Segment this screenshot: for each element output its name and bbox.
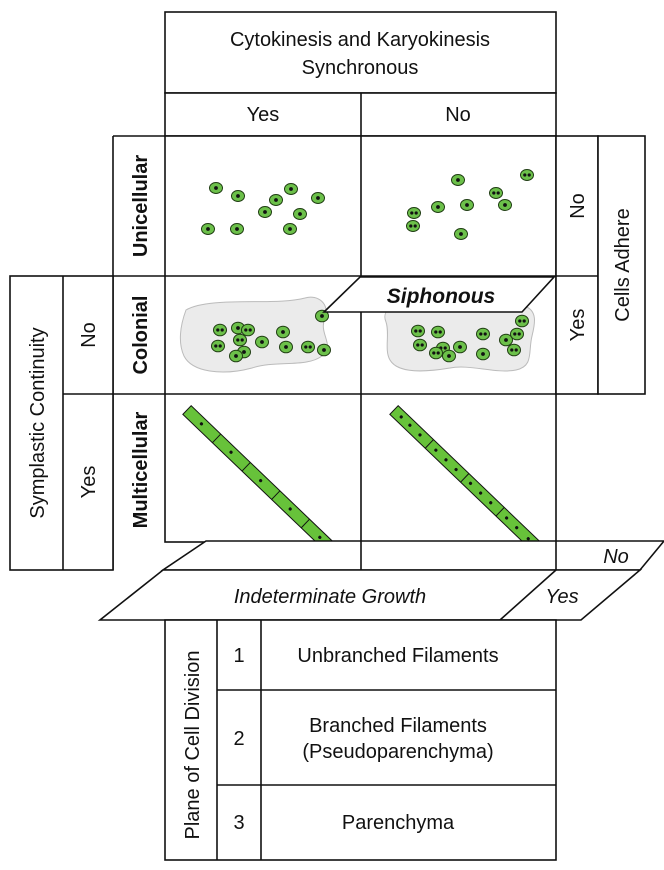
cell: [451, 174, 465, 186]
cell: [498, 199, 512, 211]
cell: [489, 187, 503, 199]
column-no-label: No: [445, 104, 471, 126]
division-row-3-label: Parenchyma: [342, 812, 455, 834]
cell: [476, 327, 490, 341]
siphonous-label: Siphonous: [387, 285, 496, 308]
growth-no-label: No: [603, 546, 629, 568]
row-label-multicellular: Multicellular: [130, 411, 152, 528]
filament-no-septa: [424, 439, 505, 517]
cell: [413, 338, 427, 352]
cells-adhere-no: No: [567, 193, 589, 219]
growth-no-strip: No: [160, 540, 664, 571]
cell: [258, 206, 272, 218]
cell: [407, 207, 421, 219]
cell: [213, 323, 227, 337]
cell: [520, 169, 534, 181]
cell: [276, 325, 290, 339]
cell: [460, 199, 474, 211]
row-label-unicellular: Unicellular: [130, 155, 152, 257]
cell: [429, 346, 443, 360]
header-title-line1: Cytokinesis and Karyokinesis: [230, 29, 490, 51]
cell: [301, 340, 315, 354]
column-yes-label: Yes: [247, 104, 280, 126]
division-row-3-number: 3: [233, 812, 244, 834]
cell: [507, 343, 521, 357]
filament-no: [389, 404, 542, 552]
colony-envelope-yes: [179, 296, 328, 373]
filament-yes-nuclei: [199, 422, 322, 539]
division-row-1-label: Unbranched Filaments: [297, 645, 498, 667]
row-label-colonial: Colonial: [130, 296, 152, 375]
symplastic-title: Symplastic Continuity: [27, 327, 49, 518]
division-rows: 1 Unbranched Filaments 2 Branched Filaments…: [233, 645, 498, 834]
cell: [211, 339, 225, 353]
cell: [293, 208, 307, 220]
cell: [442, 349, 456, 363]
colonial-cells-yes: [211, 309, 331, 363]
cell: [431, 201, 445, 213]
cell: [231, 190, 245, 202]
cell: [476, 347, 490, 361]
symplastic-continuity-block: Symplastic Continuity No Yes: [9, 275, 114, 571]
division-row-2-label: Branched Filaments: [309, 715, 487, 737]
growth-title: Indeterminate Growth: [234, 586, 426, 608]
cell: [311, 192, 325, 204]
cell: [283, 223, 297, 235]
unicellular-cells-no: [406, 169, 534, 240]
division-row-2-number: 2: [233, 728, 244, 750]
cell: [230, 223, 244, 235]
growth-yes-strip: Indeterminate Growth Yes: [97, 569, 643, 621]
synchrony-columns: Yes No: [164, 92, 557, 137]
growth-yes-label: Yes: [545, 586, 578, 608]
cell: [229, 349, 243, 363]
siphonous-banner: Siphonous: [322, 276, 556, 313]
cell: [406, 220, 420, 232]
cell: [431, 325, 445, 339]
cell: [453, 340, 467, 354]
filament-no-nuclei: [399, 415, 530, 541]
division-row-1-number: 1: [233, 645, 244, 667]
cell: [241, 323, 255, 337]
symplastic-no: No: [78, 322, 100, 348]
cell: [315, 309, 329, 323]
cell: [201, 223, 215, 235]
cell: [454, 228, 468, 240]
cells-adhere-block: Cells Adhere No Yes: [555, 135, 646, 395]
row-label-column: Unicellular Colonial Multicellular: [112, 135, 165, 570]
division-title: Plane of Cell Division: [182, 651, 204, 840]
unicellular-cells-yes: [201, 182, 325, 235]
cell: [515, 314, 529, 328]
cell: [233, 333, 247, 347]
cell: [317, 343, 331, 357]
cell: [510, 327, 524, 341]
colonial-cells-no: [411, 314, 529, 363]
cells-adhere-title: Cells Adhere: [612, 208, 634, 321]
cell: [269, 194, 283, 206]
cells-adhere-yes: Yes: [567, 309, 589, 342]
cell: [411, 324, 425, 338]
cell: [284, 183, 298, 195]
division-table: Plane of Cell Division 1 Unbranched Filam…: [164, 619, 557, 861]
division-row-2-label: (Pseudoparenchyma): [302, 741, 493, 763]
cell: [279, 340, 293, 354]
symplastic-yes: Yes: [78, 466, 100, 499]
synchrony-header: Cytokinesis and Karyokinesis Synchronous: [164, 11, 557, 94]
cell: [209, 182, 223, 194]
cell: [255, 335, 269, 349]
filament-yes-septa: [212, 433, 310, 529]
header-title-line2: Synchronous: [302, 57, 419, 79]
cell: [499, 333, 513, 347]
